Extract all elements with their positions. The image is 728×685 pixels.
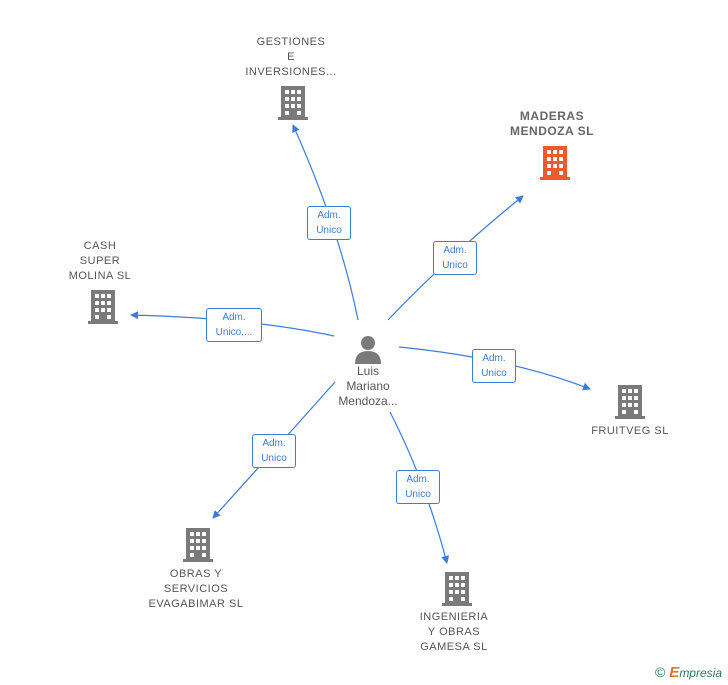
company-fruitveg[interactable]: FRUITVEG SL [575,424,685,439]
person-node[interactable]: Luis Mariano Mendoza... [318,334,418,409]
company-maderas[interactable]: MADERAS MENDOZA SL [482,109,622,139]
company-cash[interactable]: CASH SUPER MOLINA SL [40,239,160,284]
building-icon [540,146,570,180]
company-label: OBRAS Y SERVICIOS EVAGABIMAR SL [148,568,244,610]
empresia-watermark: ©Empresia [655,664,722,681]
company-label: CASH SUPER MOLINA SL [68,240,132,282]
building-icon [88,290,118,324]
company-label: GESTIONES E INVERSIONES... [245,36,337,78]
edge-label-ingenieria: Adm. Unico [396,470,440,504]
building-icon [442,572,472,606]
company-ingenieria[interactable]: INGENIERIA Y OBRAS GAMESA SL [399,610,509,655]
person-icon [355,336,381,364]
company-label: MADERAS MENDOZA SL [510,109,594,138]
building-icon [615,385,645,419]
edge-label-maderas: Adm. Unico [433,241,477,275]
company-label: INGENIERIA Y OBRAS GAMESA SL [419,611,489,653]
company-gestiones[interactable]: GESTIONES E INVERSIONES... [221,35,361,80]
building-icon [183,528,213,562]
brand-initial: E [669,664,680,681]
edge-label-obras: Adm. Unico [252,434,296,468]
company-label: FRUITVEG SL [591,425,669,437]
edge-label-fruitveg: Adm. Unico [472,349,516,383]
edge-label-gestiones: Adm. Unico [307,206,351,240]
building-icon [278,86,308,120]
person-name: Luis Mariano Mendoza... [338,364,398,408]
copyright-symbol: © [654,664,666,680]
brand-name: mpresia [679,666,722,680]
company-obras[interactable]: OBRAS Y SERVICIOS EVAGABIMAR SL [131,567,261,612]
edge-label-cash: Adm. Unico,... [206,308,262,342]
